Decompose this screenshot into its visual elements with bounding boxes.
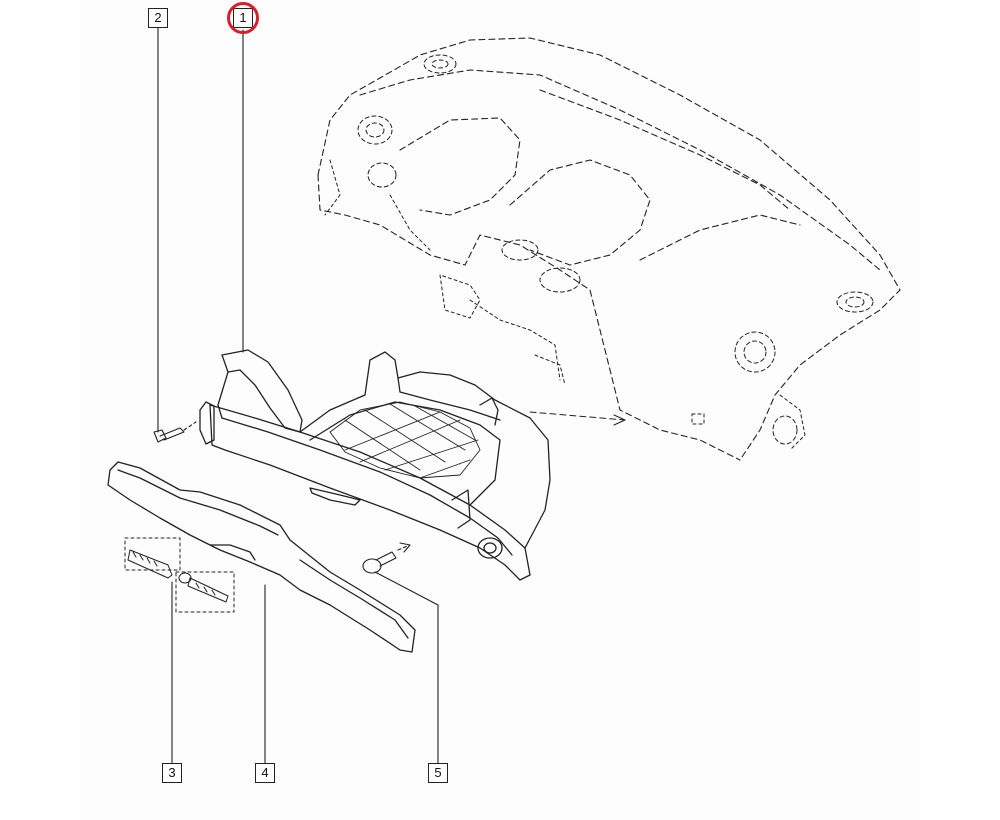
callout-1-highlight-ring [227,2,259,34]
callout-3-label: 3 [162,763,182,783]
callout-4-label: 4 [255,763,275,783]
glovebox-lid [107,461,416,653]
leader-lines [157,25,439,766]
screw-part-2 [153,421,197,443]
callout-5-label: 5 [428,763,448,783]
dashboard-vents [357,54,874,445]
glovebox-net [329,401,481,479]
leader-line-5 [374,571,439,766]
push-pin-part-5 [362,542,411,574]
clip-parts-3 [124,537,235,613]
placement-arrow [529,411,626,426]
dashboard-outline [317,37,901,461]
dashboard-brackets [324,159,806,451]
glovebox-housing [199,349,551,581]
callout-2-label: 2 [148,8,168,28]
